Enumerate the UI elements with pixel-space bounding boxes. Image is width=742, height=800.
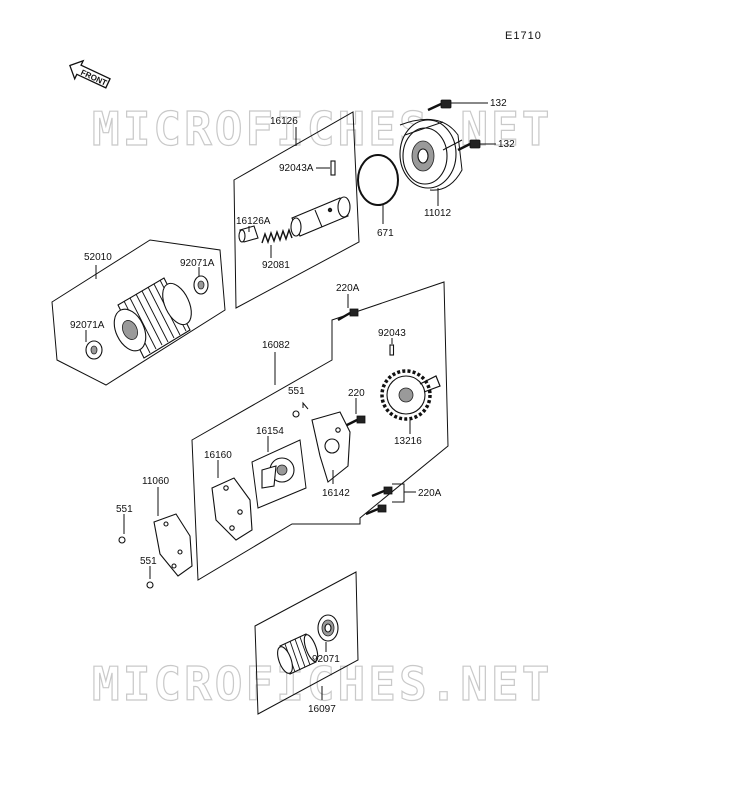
bolt-132-upper [427,99,452,112]
part-label-671: 671 [377,228,394,239]
box-oil-screen [254,571,359,715]
part-label-92081: 92081 [262,260,290,271]
part-label-92071A-lower: 92071A [70,320,105,331]
dowel-pin-551-lower [146,581,154,589]
part-label-551-lower: 551 [140,556,157,567]
part-label-132-lower: 132 [498,139,515,150]
box-relief-valve [233,111,360,309]
pump-cover-16142 [311,411,351,483]
o-ring-671 [357,154,399,206]
bolt-220 [344,415,366,428]
pump-rotor-16154 [251,439,307,509]
part-label-16154: 16154 [256,426,284,437]
part-label-16126: 16126 [270,116,298,127]
part-label-16142: 16142 [322,488,350,499]
part-label-92043A: 92043A [279,163,314,174]
pin-92043 [389,344,395,356]
oil-screen-16097 [277,633,319,675]
part-label-92071: 92071 [312,654,340,665]
part-label-220A-lower: 220A [418,488,442,499]
part-label-16160: 16160 [204,450,232,461]
watermark-top: MICROFICHES.NET [92,102,552,156]
spring-92081 [261,227,293,245]
front-arrow-icon: FRONT [69,59,111,89]
oil-filter-52010 [113,277,192,359]
part-label-220A-upper: 220A [336,283,360,294]
pump-gear-13216 [380,369,441,421]
grommet-92071A-lower [85,340,103,360]
diagram-code: E1710 [505,30,542,42]
dowel-pin-551-upper [292,410,300,418]
dowel-pin-551-middle [118,536,126,544]
part-label-16082: 16082 [262,340,290,351]
pump-body-16160 [211,477,253,541]
part-label-16126A: 16126A [236,216,271,227]
part-label-52010: 52010 [84,252,112,263]
part-label-92071A-upper: 92071A [180,258,215,269]
grommet-92071A-upper [193,275,209,295]
watermark-bottom: MICROFICHES.NET [92,657,552,711]
part-label-220: 220 [348,388,365,399]
box-oil-pump [191,281,449,581]
piston-16126A [238,225,259,243]
oil-seal-92071 [317,614,339,642]
bolt-220A-lower-1 [371,486,393,498]
box-oil-filter [51,239,226,386]
part-label-11060: 11060 [142,476,170,487]
part-label-132-upper: 132 [490,98,507,109]
part-label-92043: 92043 [378,328,406,339]
part-label-13216: 13216 [394,436,422,447]
bolt-220A-lower-2 [365,504,387,516]
gasket-plate-11060 [153,513,193,577]
part-label-551-upper: 551 [288,386,305,397]
pin-92043A [330,160,336,176]
oil-pump-cover-11012 [399,118,463,191]
part-label-11012: 11012 [424,208,452,219]
part-label-16097: 16097 [308,704,336,715]
bolt-220A-upper [337,308,359,322]
part-label-551-middle: 551 [116,504,133,515]
relief-valve-16126 [290,196,351,237]
